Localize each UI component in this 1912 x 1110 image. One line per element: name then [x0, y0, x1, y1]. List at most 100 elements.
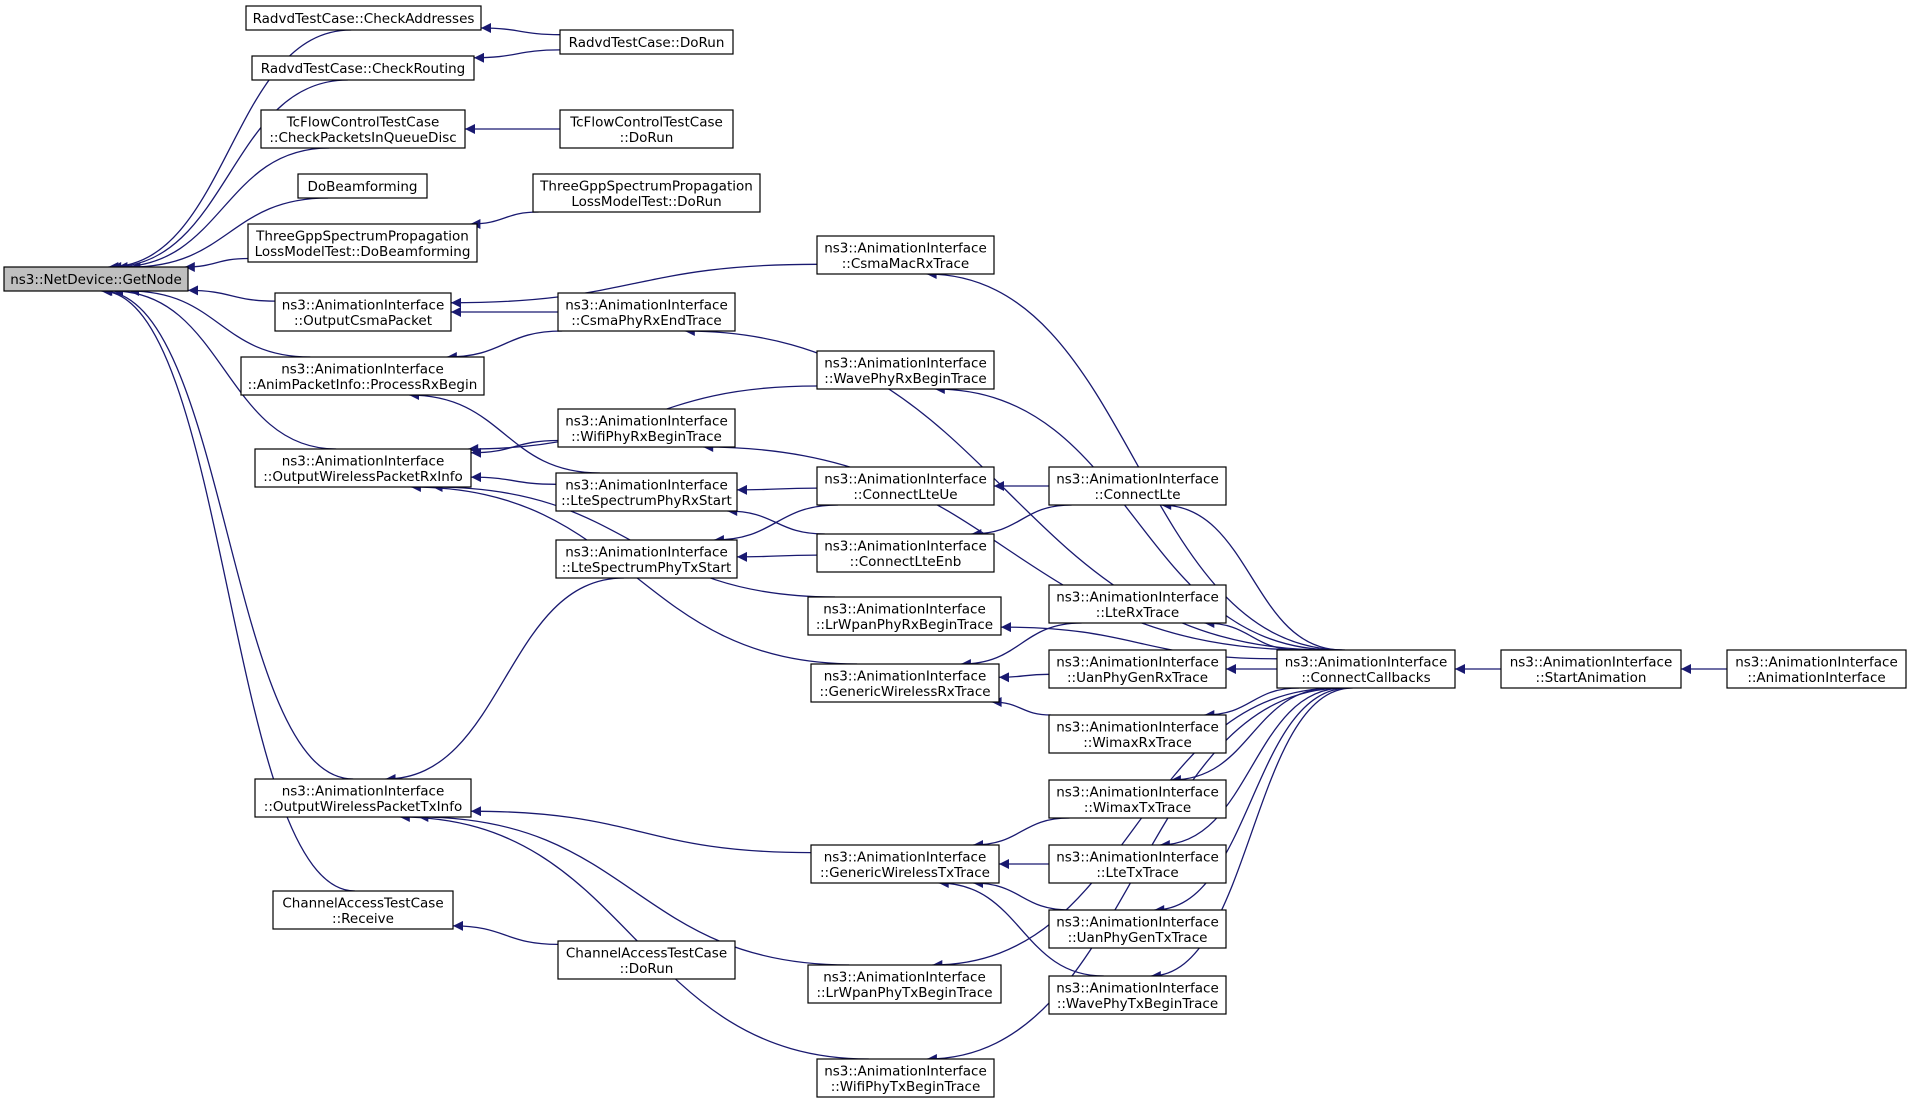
node-label-line: RadvdTestCase::DoRun	[569, 35, 725, 51]
node-box	[559, 29, 734, 55]
node-outputcsmapacket[interactable]: ns3::AnimationInterface::OutputCsmaPacke…	[274, 292, 452, 332]
edge-connectcallbacks-to-ltetxtrace	[1159, 687, 1344, 850]
edge-connectcallbacks-to-wimaxtxtrace	[1170, 687, 1333, 785]
node-box	[272, 890, 454, 930]
node-label-line: ::OutputWirelessPacketRxInfo	[263, 469, 463, 485]
node-label-line: ns3::AnimationInterface	[282, 783, 445, 799]
node-label-line: ::WavePhyTxBeginTrace	[1057, 996, 1218, 1012]
node-label-line: ns3::AnimationInterface	[1056, 849, 1219, 865]
edge-csmamacrxtrace-to-outputcsmapacket	[450, 263, 818, 308]
node-connectlte[interactable]: ns3::AnimationInterface::ConnectLte	[1048, 466, 1227, 506]
node-label-line: ThreeGppSpectrumPropagation	[539, 178, 753, 194]
node-label-line: ns3::AnimationInterface	[1056, 914, 1219, 930]
node-connectlteenb[interactable]: ns3::AnimationInterface::ConnectLteEnb	[816, 533, 995, 573]
node-label-line: ::Receive	[332, 911, 394, 927]
node-label-line: ::ConnectLteEnb	[850, 554, 962, 570]
node-genericwirelesstxtrace[interactable]: ns3::AnimationInterface::GenericWireless…	[810, 844, 1000, 884]
node-label-line: ns3::AnimationInterface	[824, 1063, 987, 1079]
node-label-line: ns3::AnimationInterface	[1056, 719, 1219, 735]
node-box	[555, 539, 738, 579]
node-animationinterface[interactable]: ns3::AnimationInterface::AnimationInterf…	[1726, 649, 1907, 689]
node-label-line: ::UanPhyGenRxTrace	[1067, 670, 1208, 686]
node-lterxtrace[interactable]: ns3::AnimationInterface::LteRxTrace	[1048, 584, 1227, 624]
edge-dobeamforming-to-getnode	[130, 197, 329, 272]
node-label-line: ns3::AnimationInterface	[1056, 654, 1219, 670]
edge-connectcallbacks-to-connectlte	[1161, 500, 1343, 651]
edge-connectcallbacks-to-csmaphyrxendtrace	[684, 326, 1328, 651]
edge-wimaxtxtrace-to-genericwirelesstxtrace	[972, 817, 1070, 850]
node-wavephytxbegintrace[interactable]: ns3::AnimationInterface::WavePhyTxBeginT…	[1048, 975, 1227, 1015]
node-ltespectrumphytxstart[interactable]: ns3::AnimationInterface::LteSpectrumPhyT…	[555, 539, 738, 579]
node-genericwirelessrxtrace[interactable]: ns3::AnimationInterface::GenericWireless…	[810, 663, 1000, 703]
node-label-line: LossModelTest::DoRun	[571, 194, 721, 210]
node-box	[1048, 779, 1227, 819]
node-box	[1048, 909, 1227, 949]
node-label-line: RadvdTestCase::CheckAddresses	[253, 11, 475, 27]
edge-outputwirelesstxinfo-to-getnode	[102, 286, 354, 780]
node-threegpp_dobeamforming[interactable]: ThreeGppSpectrumPropagationLossModelTest…	[247, 223, 478, 263]
node-outputwirelesstxinfo[interactable]: ns3::AnimationInterface::OutputWirelessP…	[254, 778, 472, 818]
edge-radvd_checkaddresses-to-getnode	[108, 29, 352, 272]
node-wimaxtxtrace[interactable]: ns3::AnimationInterface::WimaxTxTrace	[1048, 779, 1227, 819]
edge-connectlte-to-connectlteenb	[971, 504, 1072, 539]
node-outputwirelessrxinfo[interactable]: ns3::AnimationInterface::OutputWirelessP…	[254, 448, 472, 488]
node-radvd_dorun[interactable]: RadvdTestCase::DoRun	[559, 29, 734, 55]
node-wifiphytxbegintrace[interactable]: ns3::AnimationInterface::WifiPhyTxBeginT…	[816, 1058, 995, 1098]
edge-threegpp_dorun-to-threegpp_dobeamforming	[470, 211, 539, 229]
node-label-line: ::AnimationInterface	[1747, 670, 1885, 686]
node-csmaphyrxendtrace[interactable]: ns3::AnimationInterface::CsmaPhyRxEndTra…	[557, 292, 736, 332]
node-radvd_checkaddresses[interactable]: RadvdTestCase::CheckAddresses	[245, 5, 482, 31]
edge-genericwirelesstxtrace-to-outputwirelesstxinfo	[470, 806, 812, 854]
node-csmamacrxtrace[interactable]: ns3::AnimationInterface::CsmaMacRxTrace	[816, 235, 995, 275]
node-label-line: ns3::AnimationInterface	[565, 297, 728, 313]
node-uanphygentxtrace[interactable]: ns3::AnimationInterface::UanPhyGenTxTrac…	[1048, 909, 1227, 949]
node-ltetxtrace[interactable]: ns3::AnimationInterface::LteTxTrace	[1048, 844, 1227, 884]
edge-ltespectrumphyrxstart-to-processrxbegin	[408, 390, 601, 474]
node-box	[532, 173, 761, 213]
edge-channelaccess_dorun-to-channelaccess_receive	[452, 920, 559, 946]
edges-layer	[101, 23, 1727, 1064]
node-label-line: ::WavePhyRxBeginTrace	[824, 371, 986, 387]
node-box	[559, 109, 734, 149]
node-wimaxrxtrace[interactable]: ns3::AnimationInterface::WimaxRxTrace	[1048, 714, 1227, 754]
node-box	[557, 408, 736, 448]
node-ltespectrumphyrxstart[interactable]: ns3::AnimationInterface::LteSpectrumPhyR…	[555, 472, 738, 512]
edge-lterxtrace-to-genericwirelessrxtrace	[960, 622, 1082, 669]
node-box	[1500, 649, 1682, 689]
node-box	[816, 533, 995, 573]
node-tcflow_dorun[interactable]: TcFlowControlTestCase::DoRun	[559, 109, 734, 149]
node-label-line: ::GenericWirelessTxTrace	[820, 865, 990, 881]
node-processrxbegin[interactable]: ns3::AnimationInterface::AnimPacketInfo:…	[240, 356, 485, 396]
node-label-line: ns3::AnimationInterface	[1056, 980, 1219, 996]
node-box	[297, 173, 428, 199]
node-box	[254, 448, 472, 488]
edge-ltespectrumphyrxstart-to-outputwirelessrxinfo	[470, 472, 557, 485]
node-channelaccess_dorun[interactable]: ChannelAccessTestCase::DoRun	[557, 940, 736, 980]
node-label-line: ChannelAccessTestCase	[566, 945, 727, 961]
node-label-line: ns3::AnimationInterface	[1735, 654, 1898, 670]
node-dobeamforming[interactable]: DoBeamforming	[297, 173, 428, 199]
node-label-line: ::CsmaPhyRxEndTrace	[571, 313, 722, 329]
node-label-line: ns3::NetDevice::GetNode	[10, 272, 182, 288]
node-tcflow_checkpackets[interactable]: TcFlowControlTestCase::CheckPacketsInQue…	[260, 109, 466, 149]
node-label-line: ::ConnectLteUe	[853, 487, 957, 503]
node-box	[1048, 844, 1227, 884]
node-label-line: ::CheckPacketsInQueueDisc	[269, 130, 456, 146]
node-connectlteue[interactable]: ns3::AnimationInterface::ConnectLteUe	[816, 466, 995, 506]
node-wavephyrxbegintrace[interactable]: ns3::AnimationInterface::WavePhyRxBeginT…	[816, 350, 995, 390]
node-box	[557, 940, 736, 980]
node-label-line: ::CsmaMacRxTrace	[842, 256, 970, 272]
node-threegpp_dorun[interactable]: ThreeGppSpectrumPropagationLossModelTest…	[532, 173, 761, 213]
node-getnode[interactable]: ns3::NetDevice::GetNode	[3, 266, 189, 292]
node-startanimation[interactable]: ns3::AnimationInterface::StartAnimation	[1500, 649, 1682, 689]
node-radvd_checkrouting[interactable]: RadvdTestCase::CheckRouting	[251, 55, 475, 81]
node-lrwpanphytxbegintrace[interactable]: ns3::AnimationInterface::LrWpanPhyTxBegi…	[807, 964, 1002, 1004]
node-connectcallbacks[interactable]: ns3::AnimationInterface::ConnectCallback…	[1276, 649, 1456, 689]
node-wifiphyrxbegintrace[interactable]: ns3::AnimationInterface::WifiPhyRxBeginT…	[557, 408, 736, 448]
node-lrwpanphyrxbegintrace[interactable]: ns3::AnimationInterface::LrWpanPhyRxBegi…	[807, 596, 1002, 636]
node-channelaccess_receive[interactable]: ChannelAccessTestCase::Receive	[272, 890, 454, 930]
node-box	[247, 223, 478, 263]
node-label-line: ns3::AnimationInterface	[824, 668, 987, 684]
node-uanphygenrxtrace[interactable]: ns3::AnimationInterface::UanPhyGenRxTrac…	[1048, 649, 1227, 689]
node-label-line: ns3::AnimationInterface	[823, 969, 986, 985]
